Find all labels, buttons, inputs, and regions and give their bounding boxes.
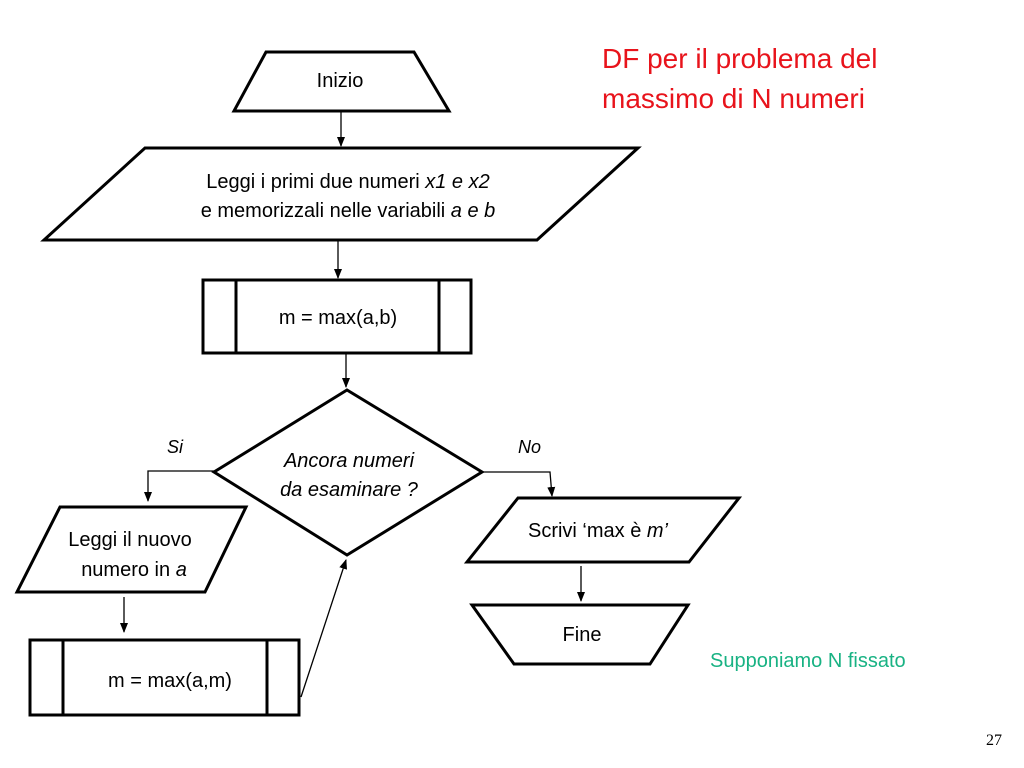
output-node: Scrivi ‘max è m’ [463,496,743,564]
edge-decision-yes [144,470,214,502]
yes-label: Si [167,437,184,457]
process-max-am-node: m = max(a,m) [28,638,301,717]
edge-decision-no [482,471,556,497]
output-label: Scrivi ‘max è m’ [528,520,669,542]
page-number: 27 [986,732,1002,749]
input-next-node: Leggi il nuovo numero in a [14,505,249,594]
start-label: Inizio [317,70,364,92]
decision-node: Ancora numeri da esaminare ? [211,388,485,557]
end-node: Fine [469,603,691,666]
no-label: No [518,437,541,457]
process-max-am-label: m = max(a,m) [108,670,232,692]
input-next-line-1: Leggi il nuovo [68,529,191,551]
title-line-1: DF per il problema del [602,43,877,74]
decision-line-1: Ancora numeri [283,450,415,472]
decision-line-2: da esaminare ? [280,479,419,501]
process-max-ab-label: m = max(a,b) [279,307,397,329]
note-text: Supponiamo N fissato [710,650,906,672]
end-label: Fine [563,624,602,646]
edge-loop-back [300,559,347,698]
input-first-line-2: e memorizzali nelle variabili a e b [201,200,496,222]
input-next-line-2: numero in a [81,559,187,581]
title-line-2: massimo di N numeri [602,83,865,114]
start-node: Inizio [231,50,452,113]
input-first-node: Leggi i primi due numeri x1 e x2 e memor… [40,146,642,242]
process-max-ab-node: m = max(a,b) [201,278,473,355]
input-first-line-1: Leggi i primi due numeri x1 e x2 [206,171,489,193]
